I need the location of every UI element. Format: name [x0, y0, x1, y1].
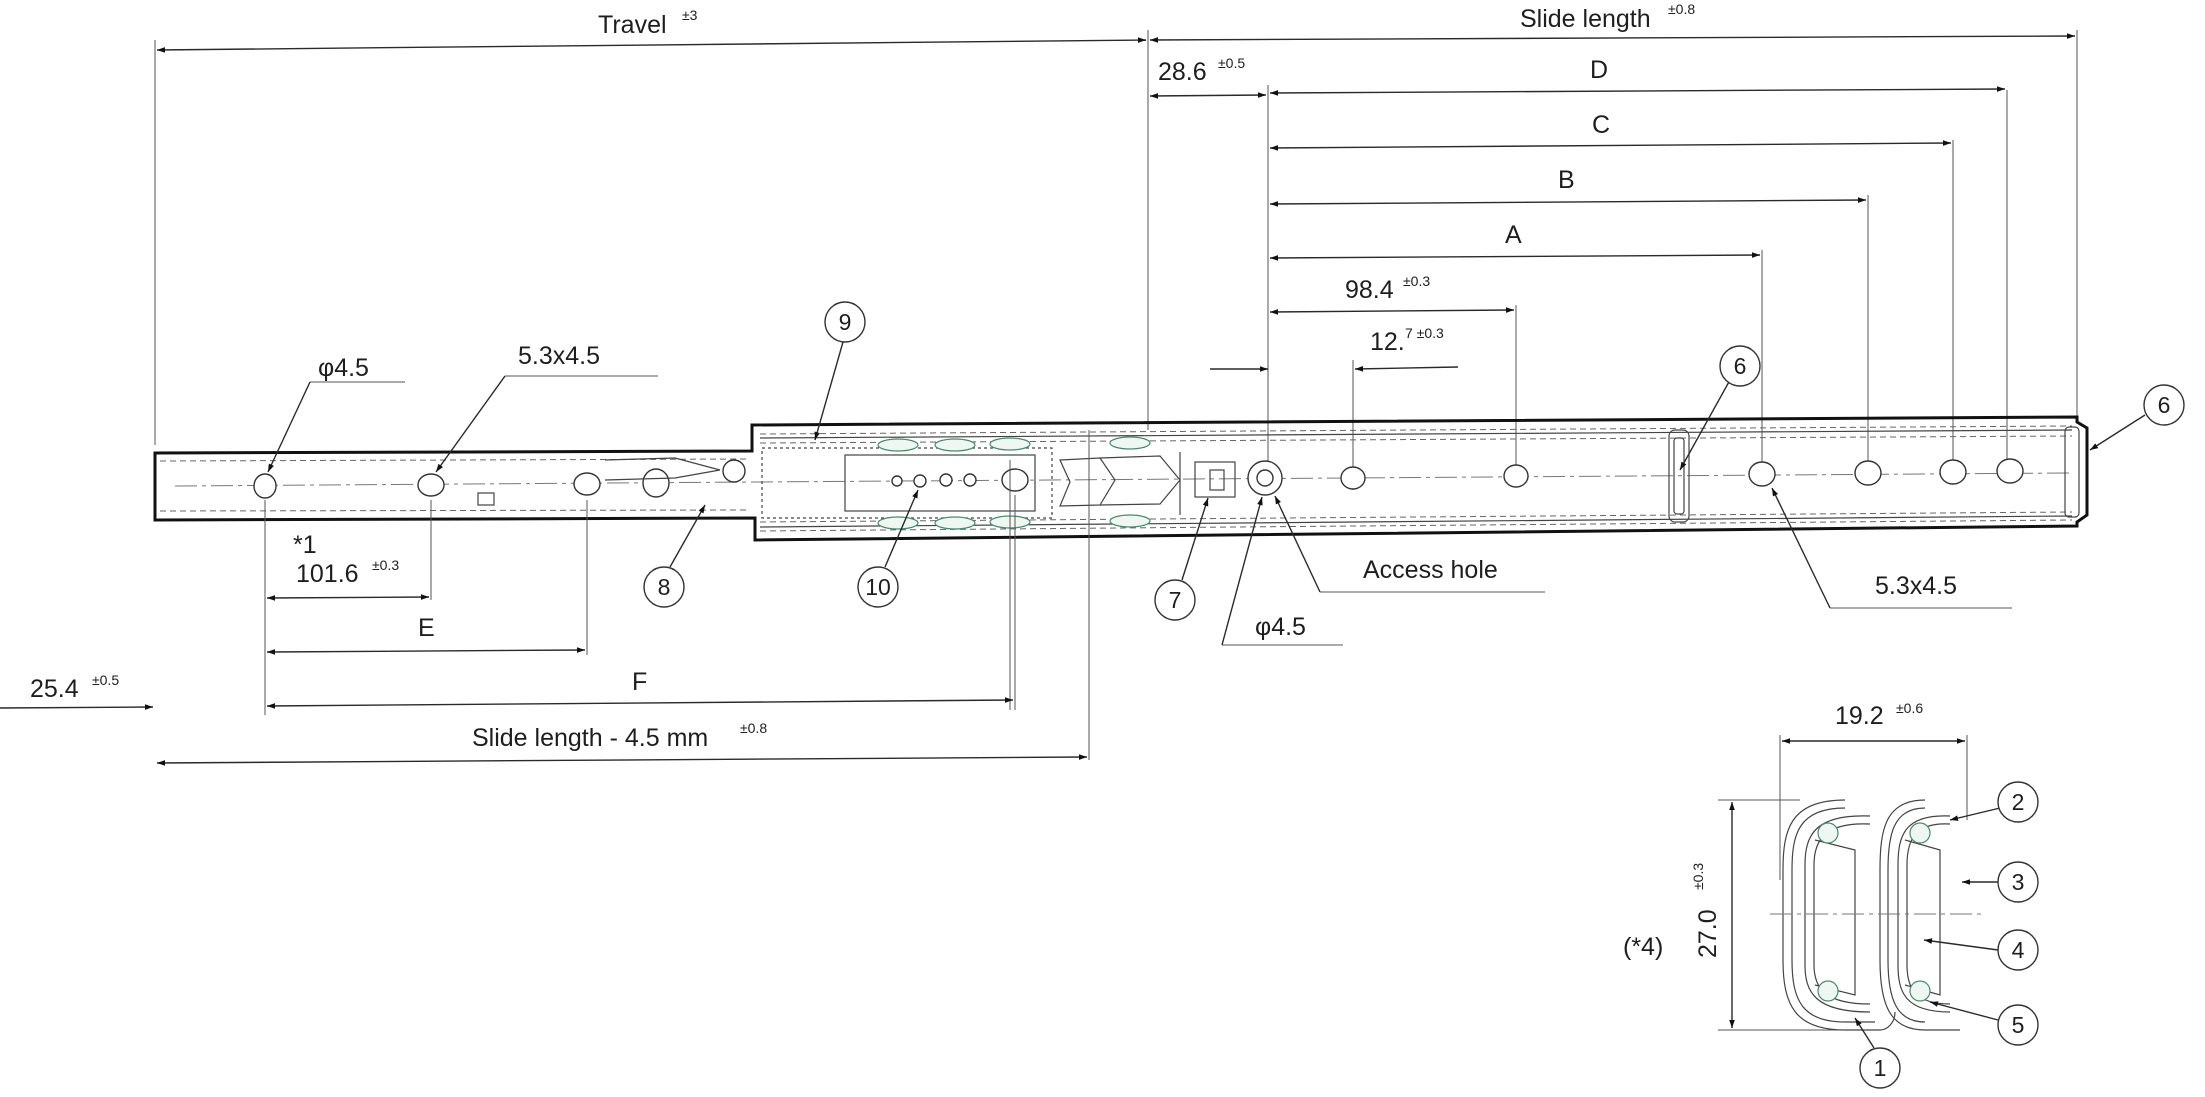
svg-text:5: 5: [2012, 1012, 2025, 1038]
svg-text:8: 8: [658, 574, 671, 600]
svg-text:7: 7: [1169, 587, 1182, 613]
svg-text:4: 4: [2012, 937, 2025, 963]
callout-1: 1: [1854, 1017, 1901, 1089]
dimension-101-6-label: 101.6: [296, 560, 359, 588]
dimension-B: B: [1269, 166, 1869, 480]
front-offset-dimension: 28.6 ±0.5: [1149, 55, 1269, 480]
hole-phi-left: [253, 473, 277, 499]
dimension-F-label: F: [632, 668, 647, 696]
dimension-12-7-label: 12.: [1370, 328, 1405, 356]
dimension-A-label: A: [1505, 221, 1522, 249]
dimension-25-4-tolerance: ±0.5: [92, 672, 119, 688]
front-offset-label: 28.6: [1158, 58, 1207, 86]
height-27-tolerance: ±0.3: [1690, 863, 1706, 890]
hole-slot-right: [1748, 461, 1776, 487]
callout-2: 2: [1949, 781, 2039, 823]
svg-text:1: 1: [1874, 1055, 1887, 1081]
note-4: (*4): [1623, 933, 1663, 961]
dimension-D: D: [1269, 56, 2008, 470]
width-19-2-tolerance: ±0.6: [1896, 700, 1923, 716]
dimension-25-4: 25.4 ±0.5: [0, 672, 154, 710]
dimension-C-label: C: [1592, 111, 1610, 139]
access-hole-annotation: Access hole: [1274, 495, 1545, 593]
svg-text:2: 2: [2012, 789, 2025, 815]
travel-tolerance: ±3: [682, 7, 698, 23]
phi-left-label: φ4.5: [318, 354, 369, 382]
dimension-12-7-sup: 7 ±0.3: [1405, 325, 1444, 341]
dimension-D-label: D: [1590, 56, 1608, 84]
dimension-F: F: [266, 495, 1016, 710]
phi-center-label: φ4.5: [1255, 613, 1306, 641]
slot-left-label: 5.3x4.5: [518, 342, 600, 370]
callout-10: 10: [857, 489, 919, 608]
callout-3: 3: [1962, 861, 2039, 903]
callout-4: 4: [1923, 929, 2039, 971]
dimension-98-4-label: 98.4: [1345, 276, 1394, 304]
callout-7: 7: [1154, 497, 1209, 621]
dimension-98-4: 98.4 ±0.3: [1269, 273, 1517, 485]
dimension-101-6: 101.6 ±0.3: [264, 500, 432, 715]
front-offset-tolerance: ±0.5: [1218, 55, 1245, 71]
travel-label: Travel: [598, 11, 667, 39]
slide-length-tolerance: ±0.8: [1668, 1, 1695, 17]
slide-minus-tolerance: ±0.8: [740, 720, 767, 736]
svg-text:10: 10: [865, 574, 891, 600]
callout-6-middle: 6: [1679, 345, 1761, 471]
callout-8: 9: [814, 301, 866, 441]
travel-dimension: Travel ±3: [154, 7, 1149, 445]
phi-left-annotation: φ4.5: [267, 354, 405, 473]
slot-right-label: 5.3x4.5: [1875, 572, 1957, 600]
slot-left-annotation: 5.3x4.5: [435, 342, 658, 473]
dimension-12-7: 12. 7 ±0.3: [1210, 325, 1459, 490]
dimension-98-4-tolerance: ±0.3: [1403, 273, 1430, 289]
slide-body: [153, 415, 2089, 760]
slot-right-annotation: 5.3x4.5: [1771, 487, 2012, 609]
callout-6-end: 6: [2089, 384, 2185, 451]
dimension-E-label: E: [418, 614, 435, 642]
svg-text:9: 9: [839, 309, 852, 335]
dimension-slide-minus: Slide length - 4.5 mm ±0.8: [156, 720, 1088, 766]
slide-length-label: Slide length: [1520, 5, 1651, 33]
phi-center-annotation: φ4.5: [1221, 496, 1343, 646]
svg-text:3: 3: [2012, 869, 2025, 895]
dimension-25-4-label: 25.4: [30, 675, 79, 703]
height-27-label: 27.0: [1694, 909, 1722, 958]
dimension-B-label: B: [1558, 166, 1575, 194]
access-hole-label: Access hole: [1363, 556, 1498, 584]
note-star1: *1: [293, 531, 317, 559]
svg-text:6: 6: [2158, 392, 2171, 418]
slide-length-dimension: Slide length ±0.8: [1149, 1, 2078, 420]
callout-9: 8: [643, 504, 706, 608]
dimension-101-6-tolerance: ±0.3: [372, 557, 399, 573]
callout-5: 5: [1929, 1001, 2039, 1046]
dimension-E: E: [266, 500, 588, 655]
svg-text:6: 6: [1734, 353, 1747, 379]
width-19-2-label: 19.2: [1835, 702, 1884, 730]
cross-section: 19.2 ±0.6 27.0 ±0.3 (*4): [1623, 700, 1985, 1031]
slide-minus-label: Slide length - 4.5 mm: [472, 724, 708, 752]
